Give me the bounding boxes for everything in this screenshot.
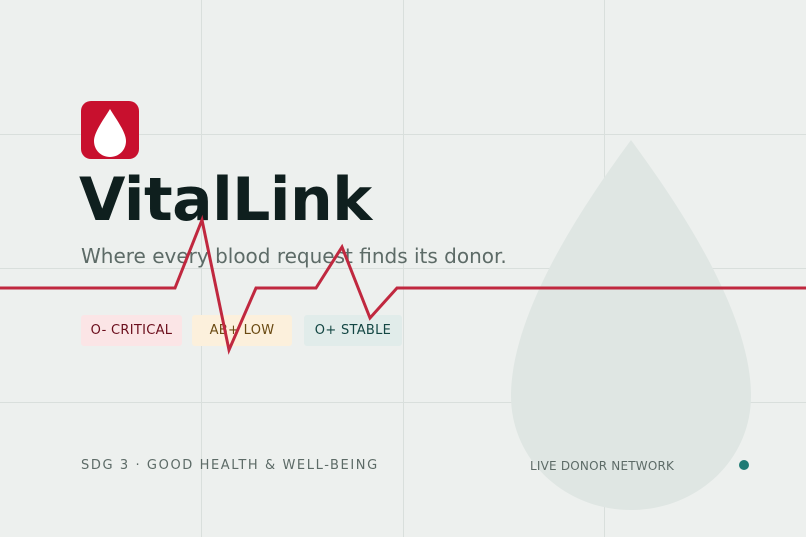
grid-line-horizontal <box>0 134 806 135</box>
grid-line-horizontal <box>0 402 806 403</box>
logo <box>81 101 139 159</box>
status-badge-critical: O- CRITICAL <box>81 315 182 346</box>
tagline: Where every blood request finds its dono… <box>81 244 507 268</box>
live-indicator-dot-icon <box>739 460 749 470</box>
network-status-label: LIVE DONOR NETWORK <box>530 459 675 473</box>
status-badge-stable: O+ STABLE <box>304 315 402 346</box>
sdg-label: SDG 3 · GOOD HEALTH & WELL-BEING <box>81 458 379 473</box>
status-badge-low: AB+ LOW <box>192 315 292 346</box>
blood-drop-icon <box>94 109 126 157</box>
page-title: VitalLink <box>79 165 372 235</box>
